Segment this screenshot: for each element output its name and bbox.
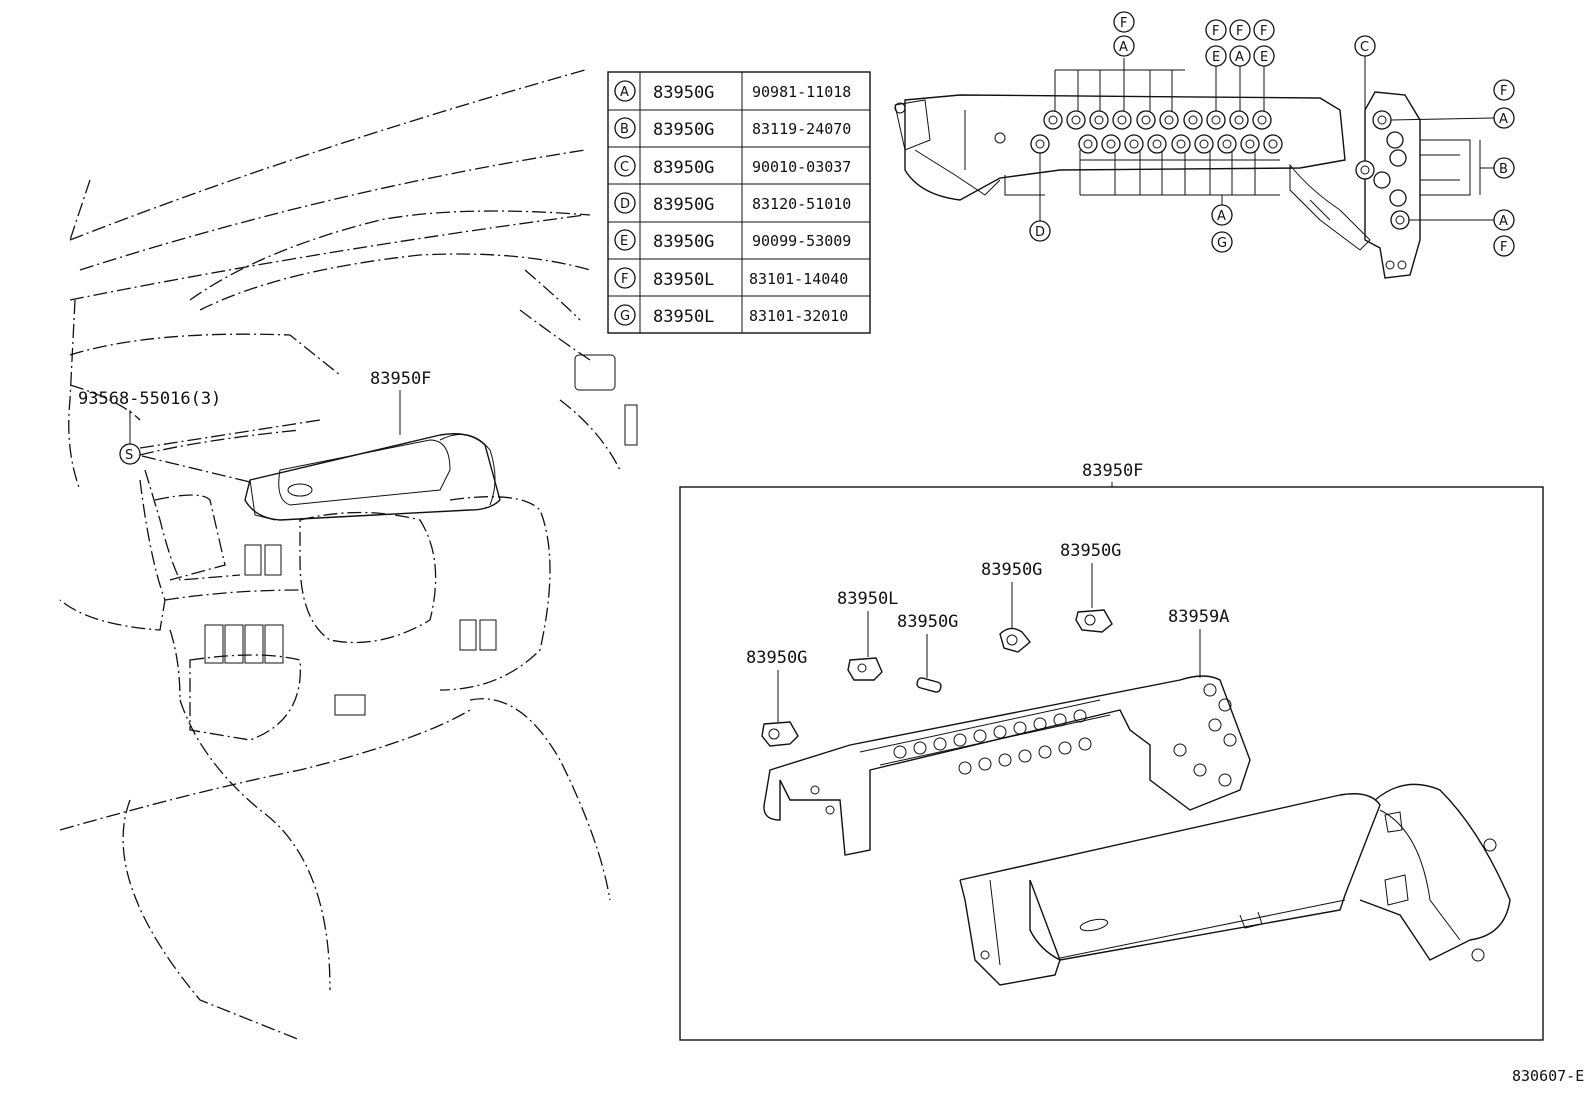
legend-row: C 83950G 90010-03037: [614, 155, 851, 178]
bulb-label: 83950G: [1060, 541, 1121, 561]
legend-number: 90010-03037: [752, 158, 851, 176]
legend-part: 83950G: [653, 120, 714, 140]
legend-row: G 83950L 83101-32010: [614, 304, 848, 327]
combination-meter-assembly: [959, 783, 1511, 986]
legend-number: 83120-51010: [752, 195, 851, 213]
screw-dash-leader-2: [139, 419, 321, 449]
legend-code: B: [620, 122, 629, 137]
legend-row: B 83950G 83119-24070: [614, 117, 851, 140]
legend-number: 83119-24070: [752, 120, 851, 138]
legend-part: 83950L: [653, 270, 714, 290]
callout-letter: A: [1235, 50, 1244, 65]
legend-code: C: [620, 160, 629, 175]
legend-part: 83950G: [653, 158, 714, 178]
figure-code: 830607-E: [1512, 1067, 1584, 1085]
circuit-plate-holes: [810, 683, 1237, 815]
callout-letter: B: [1499, 162, 1508, 177]
callout-letter: A: [1499, 112, 1508, 127]
legend-part: 83950L: [653, 307, 714, 327]
callout-letter: E: [1212, 50, 1220, 65]
callout-letter: A: [1217, 209, 1226, 224]
callout-letter: F: [1212, 24, 1219, 39]
callout-letter: G: [1217, 236, 1227, 251]
meter-part-label: 83950F: [370, 369, 431, 389]
legend-number: 90099-53009: [752, 232, 851, 250]
callout-letter: C: [1360, 40, 1369, 55]
legend-row: D 83950G 83120-51010: [614, 192, 851, 215]
callout-letter: F: [1236, 24, 1243, 39]
bulb-label: 83950G: [746, 648, 807, 668]
legend-row: F 83950L 83101-14040: [614, 267, 848, 290]
callout-letter: D: [1035, 225, 1045, 240]
legend-code: A: [620, 85, 629, 100]
detail-box-title: 83950F: [1082, 461, 1143, 481]
bulb-label: 83950G: [897, 612, 958, 632]
socket-callouts-top: F A F F F E A E C: [1113, 11, 1376, 161]
dashboard-overview: [59, 69, 638, 1041]
callout-letter: A: [1499, 214, 1508, 229]
legend-part: 83950G: [653, 83, 714, 103]
socket-callouts-bottom: D A G: [1029, 153, 1233, 253]
callout-letter: A: [1119, 40, 1128, 55]
screw-part-number: 93568-55016(3): [78, 389, 221, 409]
detail-box: 83950F: [679, 461, 1544, 1041]
legend-code: G: [620, 309, 630, 324]
legend-code: D: [620, 197, 630, 212]
callout-letter: E: [1260, 50, 1268, 65]
legend-part: 83950G: [653, 232, 714, 252]
legend-code: F: [621, 272, 628, 287]
bulb-label: 83950G: [981, 560, 1042, 580]
screw-marker: S: [125, 448, 133, 463]
combination-meter-overview: [244, 433, 501, 521]
socket-callouts-right: F A B A F: [1390, 79, 1515, 257]
screw-marker-circle: [119, 443, 141, 465]
callout-letter: F: [1120, 16, 1127, 31]
bulb-parts: 83950G 83950L 83950G 83950G 83950G: [746, 541, 1121, 747]
circuit-plate: 83959A: [763, 607, 1251, 856]
callout-letter: F: [1500, 240, 1507, 255]
socket-rings: [1030, 110, 1410, 230]
legend-part: 83950G: [653, 195, 714, 215]
legend-row: A 83950G 90981-11018: [614, 80, 851, 103]
legend-number: 83101-14040: [749, 270, 848, 288]
bulb-label: 83950L: [837, 589, 898, 609]
legend-row: E 83950G 90099-53009: [614, 229, 851, 252]
callout-letter: F: [1500, 84, 1507, 99]
circuit-plate-label: 83959A: [1168, 607, 1229, 627]
legend-number: 83101-32010: [749, 307, 848, 325]
legend-table: A 83950G 90981-11018 B 83950G 83119-2407…: [607, 71, 871, 334]
callout-letter: F: [1260, 24, 1267, 39]
screw-dash-leader: [141, 455, 251, 483]
legend-number: 90981-11018: [752, 83, 851, 101]
legend-code: E: [620, 234, 628, 249]
